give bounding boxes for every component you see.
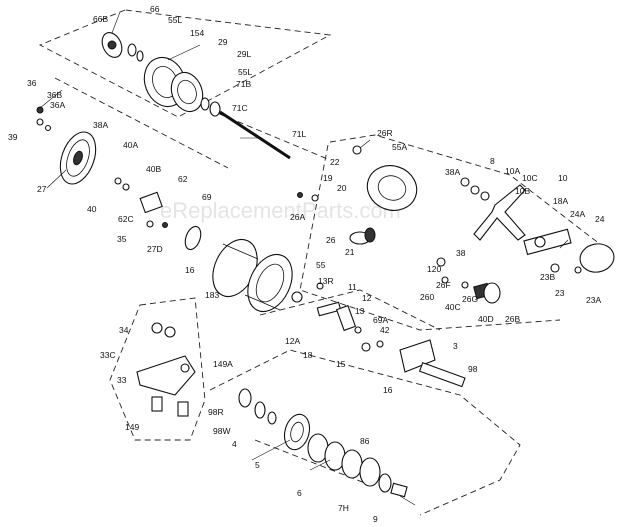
part-label: 27 (37, 184, 47, 194)
part-label: 22 (330, 157, 340, 167)
part-label: 12 (362, 293, 372, 303)
part-label: 21 (345, 247, 355, 257)
part-label: 34 (119, 325, 129, 335)
part-label: 18 (303, 350, 313, 360)
part-label: 5 (255, 460, 260, 470)
drag-stack-group (238, 388, 408, 498)
part-label: 26 (326, 235, 336, 245)
part-label: 26R (377, 128, 393, 138)
part-labels: 66B 66 55L 154 29 29L 55L 71B 71C 71L 36… (8, 4, 605, 524)
part-label: 27D (147, 244, 163, 254)
part-label: 66 (150, 4, 160, 14)
part-label: 23A (586, 295, 601, 305)
side-plate-group (36, 106, 202, 251)
part-label: 3 (453, 341, 458, 351)
part-label: 19 (323, 173, 333, 183)
part-label: 40A (123, 140, 138, 150)
part-label: 40B (146, 164, 161, 174)
main-frame (212, 238, 303, 313)
part-label: 62C (118, 214, 134, 224)
part-label: 38A (445, 167, 460, 177)
part-label: 40D (478, 314, 494, 324)
part-label: 71L (292, 129, 306, 139)
part-label: 40 (87, 204, 97, 214)
part-label: 13 (355, 306, 365, 316)
part-label: 23 (555, 288, 565, 298)
part-label: 86 (360, 436, 370, 446)
part-label: 16 (383, 385, 393, 395)
watermark-text: eReplacementParts.com (160, 198, 401, 223)
part-label: 8 (490, 156, 495, 166)
gear-housing-group (297, 145, 615, 304)
part-label: 38 (456, 248, 466, 258)
part-label: 36 (27, 78, 37, 88)
leader-lines (39, 11, 569, 506)
part-label: 26A (290, 212, 305, 222)
part-label: 149 (125, 422, 139, 432)
part-label: 69 (202, 192, 212, 202)
part-label: 23B (540, 272, 555, 282)
part-label: 10 (558, 173, 568, 183)
part-label: 260 (420, 292, 434, 302)
part-label: 7H (338, 503, 349, 513)
part-label: 16 (185, 265, 195, 275)
part-label: 66B (93, 14, 108, 24)
part-label: 120 (427, 264, 441, 274)
part-label: 11 (348, 282, 357, 292)
part-label: 12A (285, 336, 300, 346)
part-label: 29L (237, 49, 251, 59)
part-label: 24A (570, 209, 585, 219)
part-label: 71C (232, 103, 248, 113)
part-label: 13R (318, 276, 334, 286)
part-label: 36B (47, 90, 62, 100)
part-label: 10A (505, 166, 520, 176)
part-label: 69A (373, 315, 388, 325)
part-label: 26B (505, 314, 520, 324)
part-label: 71B (236, 79, 251, 89)
part-label: 55 (316, 260, 326, 270)
part-label: 20 (337, 183, 347, 193)
part-label: 149A (213, 359, 233, 369)
part-label: 154 (190, 28, 204, 38)
part-label: 33C (100, 350, 116, 360)
part-label: 98R (208, 407, 224, 417)
part-label: 183 (205, 290, 219, 300)
part-label: 40C (445, 302, 461, 312)
part-label: 38A (93, 120, 108, 130)
part-label: 10B (515, 186, 530, 196)
part-label: 55L (238, 67, 252, 77)
part-label: 55L (168, 15, 182, 25)
clamp-bracket-group (136, 322, 196, 417)
part-label: 33 (117, 375, 127, 385)
part-label: 62 (178, 174, 188, 184)
part-label: 24 (595, 214, 605, 224)
part-label: 26G (462, 294, 478, 304)
part-label: 36A (50, 100, 65, 110)
part-label: 15 (336, 359, 346, 369)
spool-group (101, 32, 291, 160)
part-label: 26F (436, 280, 451, 290)
part-label: 35 (117, 234, 127, 244)
drag-parts-group (316, 282, 466, 388)
part-label: 39 (8, 132, 18, 142)
part-label: 98W (213, 426, 230, 436)
part-label: 10C (522, 173, 538, 183)
part-label: 9 (373, 514, 378, 524)
part-label: 98 (468, 364, 478, 374)
part-label: 6 (297, 488, 302, 498)
part-label: 4 (232, 439, 237, 449)
part-label: 29 (218, 37, 228, 47)
part-label: 55A (392, 142, 407, 152)
part-label: 42 (380, 325, 390, 335)
part-label: 18A (553, 196, 568, 206)
